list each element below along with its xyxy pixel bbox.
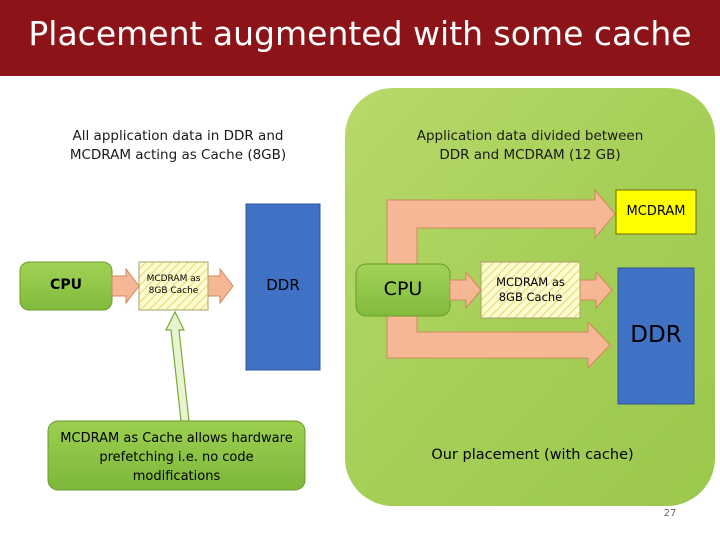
left-note-line: modifications — [132, 469, 221, 484]
right-ddr-label: DDR — [630, 322, 682, 348]
right-cpu-label: CPU — [383, 278, 423, 300]
left-cache-label: MCDRAM as 8GB Cache — [139, 273, 208, 297]
right-caption: Application data divided between DDR and… — [380, 127, 680, 165]
right-cache-label: MCDRAM as 8GB Cache — [481, 275, 580, 305]
right-cache-label-line: MCDRAM as — [496, 275, 565, 289]
left-cpu-label: CPU — [50, 277, 82, 293]
right-placement-caption: Our placement (with cache) — [431, 447, 634, 463]
left-note-text: MCDRAM as Cache allows hardware prefetch… — [48, 429, 305, 486]
right-caption-line: DDR and MCDRAM (12 GB) — [439, 147, 621, 163]
title-bar — [0, 0, 720, 76]
right-arrow-cpu-to-cache — [449, 270, 482, 310]
left-arrow-cpu-to-cache — [111, 267, 140, 305]
left-cache-label-line: MCDRAM as — [146, 274, 201, 284]
left-caption: All application data in DDR and MCDRAM a… — [36, 127, 320, 165]
right-arrow-cache-to-ddr — [579, 270, 613, 310]
page-number: 27 — [663, 508, 677, 519]
left-note-line: prefetching i.e. no code — [99, 450, 254, 465]
left-note-box — [47, 420, 306, 491]
left-ddr-bar — [245, 203, 321, 371]
left-note-line: MCDRAM as Cache allows hardware — [60, 431, 293, 446]
left-note-arrow — [165, 310, 190, 422]
left-ddr-label: DDR — [266, 276, 300, 294]
slide-title: Placement augmented with some cache — [28, 14, 692, 53]
right-mcdram-box — [615, 189, 697, 235]
right-ddr-bar — [617, 267, 695, 405]
right-arrow-to-mcdram — [386, 188, 616, 289]
left-arrow-cache-to-ddr — [207, 267, 234, 305]
left-caption-line: All application data in DDR and — [72, 128, 284, 144]
right-cache-box — [480, 261, 581, 319]
left-cache-box — [138, 261, 209, 311]
left-cache-label-line: 8GB Cache — [148, 286, 199, 296]
left-caption-line: MCDRAM acting as Cache (8GB) — [69, 147, 287, 163]
right-mcdram-label: MCDRAM — [626, 204, 686, 219]
right-cache-label-line: 8GB Cache — [498, 290, 563, 304]
right-caption-line: Application data divided between — [416, 128, 644, 144]
